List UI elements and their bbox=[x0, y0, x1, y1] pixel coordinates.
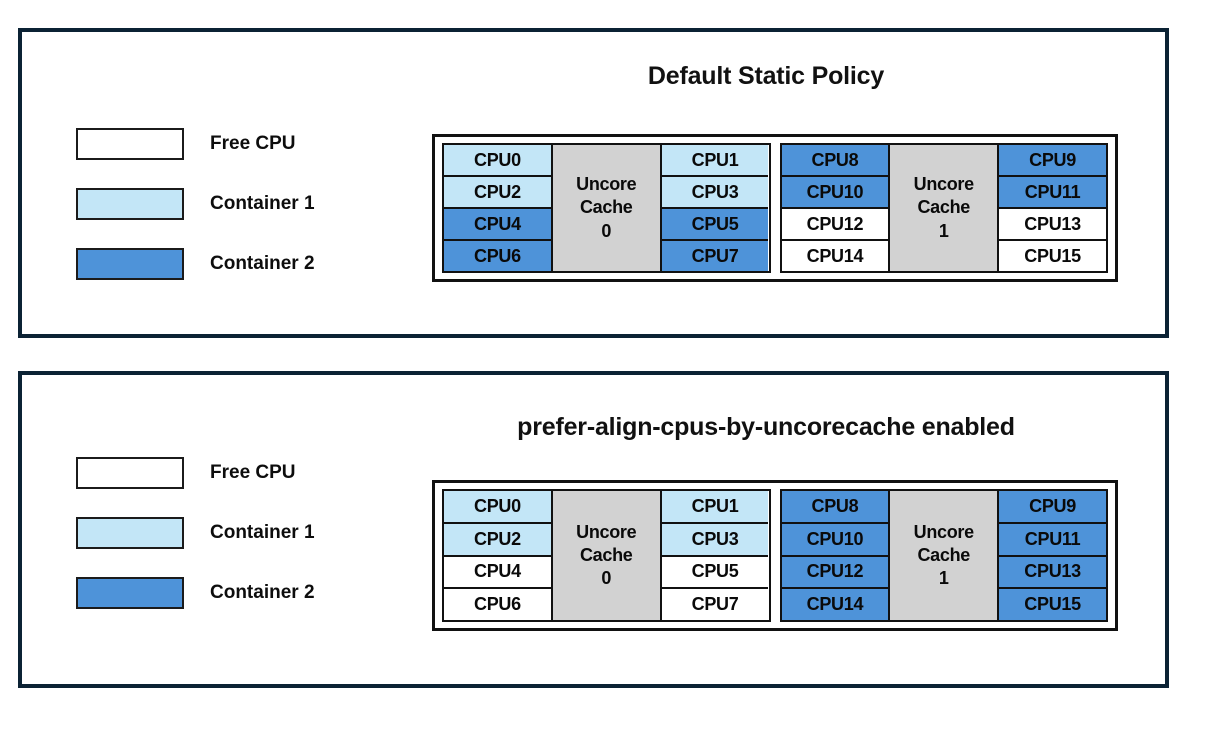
cpu-cell: CPU1 bbox=[661, 145, 769, 177]
cpu-cell: CPU6 bbox=[444, 589, 551, 620]
cpu-cell: CPU10 bbox=[781, 177, 889, 209]
cpu-cell: CPU6 bbox=[444, 241, 551, 271]
cpu-cell: CPU2 bbox=[444, 523, 551, 557]
uncore-cache-index: 1 bbox=[938, 220, 949, 241]
legend-top: Free CPU Container 1 Container 2 bbox=[76, 127, 315, 281]
cpu-cell: CPU3 bbox=[661, 523, 769, 557]
cpu-cell: CPU10 bbox=[781, 523, 889, 557]
uncore-cache-box-1: Uncore Cache 1 bbox=[888, 145, 1000, 271]
uncore-cache-index: 0 bbox=[601, 220, 612, 241]
cpu-cell: CPU9 bbox=[999, 145, 1106, 177]
cpu-cell: CPU8 bbox=[781, 145, 889, 177]
legend-label-container-1: Container 1 bbox=[210, 193, 315, 214]
cpu-cell: CPU11 bbox=[999, 177, 1106, 209]
cpu-cell: CPU7 bbox=[661, 589, 769, 620]
cpu-column-left: CPU8 CPU10 CPU12 CPU14 bbox=[781, 491, 889, 620]
legend-swatch-free-cpu bbox=[76, 128, 184, 160]
legend-label-container-2: Container 2 bbox=[210, 253, 315, 274]
uncore-cache-box-1: Uncore Cache 1 bbox=[888, 491, 1000, 620]
cpu-cell: CPU15 bbox=[999, 589, 1106, 620]
uncore-cache-box-0: Uncore Cache 0 bbox=[550, 491, 662, 620]
legend-label-free-cpu: Free CPU bbox=[210, 133, 296, 154]
uncore-cache-label-line2: Cache bbox=[579, 197, 633, 218]
cpu-topology-diagram-bottom: CPU0 CPU2 CPU4 CPU6 Uncore Cache 0 CPU1 … bbox=[432, 480, 1118, 631]
legend-swatch-container-1 bbox=[76, 517, 184, 549]
cpu-cell: CPU13 bbox=[999, 209, 1106, 241]
legend-item-container-2: Container 2 bbox=[76, 247, 315, 281]
cpu-column-left: CPU8 CPU10 CPU12 CPU14 bbox=[781, 145, 889, 271]
cache-group-0: CPU0 CPU2 CPU4 CPU6 Uncore Cache 0 CPU1 … bbox=[442, 143, 771, 273]
cpu-cell: CPU5 bbox=[661, 209, 769, 241]
uncore-cache-label-line2: Cache bbox=[917, 197, 970, 218]
cpu-cell: CPU7 bbox=[661, 241, 769, 271]
cpu-cell: CPU5 bbox=[661, 556, 769, 590]
legend-label-free-cpu: Free CPU bbox=[210, 462, 296, 483]
legend-item-container-1: Container 1 bbox=[76, 187, 315, 221]
legend-swatch-container-2 bbox=[76, 577, 184, 609]
cpu-cell: CPU14 bbox=[781, 241, 889, 271]
legend-swatch-free-cpu bbox=[76, 457, 184, 489]
uncore-cache-label-line1: Uncore bbox=[913, 521, 975, 542]
cache-group-1: CPU8 CPU10 CPU12 CPU14 Uncore Cache 1 CP… bbox=[779, 143, 1108, 273]
cpu-column-left: CPU0 CPU2 CPU4 CPU6 bbox=[444, 145, 551, 271]
cache-group-0: CPU0 CPU2 CPU4 CPU6 Uncore Cache 0 CPU1 … bbox=[442, 489, 771, 622]
panel-default-static-policy: Default Static Policy Free CPU Container… bbox=[18, 28, 1169, 338]
cpu-cell: CPU4 bbox=[444, 556, 551, 590]
legend-swatch-container-1 bbox=[76, 188, 184, 220]
cpu-cell: CPU0 bbox=[444, 145, 551, 177]
uncore-cache-label-line1: Uncore bbox=[576, 174, 637, 195]
cpu-cell: CPU9 bbox=[999, 491, 1106, 524]
legend-item-free-cpu: Free CPU bbox=[76, 127, 315, 161]
cpu-topology-diagram-top: CPU0 CPU2 CPU4 CPU6 Uncore Cache 0 CPU1 … bbox=[432, 134, 1118, 282]
legend-swatch-container-2 bbox=[76, 248, 184, 280]
cpu-cell: CPU2 bbox=[444, 177, 551, 209]
cpu-column-right: CPU1 CPU3 CPU5 CPU7 bbox=[661, 491, 769, 620]
legend-label-container-1: Container 1 bbox=[210, 522, 315, 543]
cpu-cell: CPU8 bbox=[781, 491, 889, 524]
legend-item-container-2: Container 2 bbox=[76, 576, 315, 610]
cpu-column-right: CPU9 CPU11 CPU13 CPU15 bbox=[999, 491, 1106, 620]
cpu-cell: CPU0 bbox=[444, 491, 551, 524]
cpu-cell: CPU4 bbox=[444, 209, 551, 241]
cpu-column-left: CPU0 CPU2 CPU4 CPU6 bbox=[444, 491, 551, 620]
cpu-cell: CPU14 bbox=[781, 589, 889, 620]
page-title-top: Default Static Policy bbox=[647, 62, 885, 90]
uncore-cache-index: 1 bbox=[938, 568, 949, 589]
uncore-cache-label-line1: Uncore bbox=[913, 174, 975, 195]
uncore-cache-index: 0 bbox=[601, 568, 612, 589]
cpu-column-right: CPU9 CPU11 CPU13 CPU15 bbox=[999, 145, 1106, 271]
legend-label-container-2: Container 2 bbox=[210, 582, 315, 603]
legend-item-free-cpu: Free CPU bbox=[76, 456, 315, 490]
uncore-cache-label-line2: Cache bbox=[917, 544, 970, 565]
cache-group-1: CPU8 CPU10 CPU12 CPU14 Uncore Cache 1 CP… bbox=[779, 489, 1108, 622]
uncore-cache-label-line2: Cache bbox=[579, 544, 633, 565]
page-title-bottom: prefer-align-cpus-by-uncorecache enabled bbox=[517, 413, 1015, 441]
cpu-cell: CPU13 bbox=[999, 556, 1106, 590]
cpu-cell: CPU15 bbox=[999, 241, 1106, 271]
cpu-cell: CPU11 bbox=[999, 523, 1106, 557]
cpu-cell: CPU12 bbox=[781, 556, 889, 590]
legend-item-container-1: Container 1 bbox=[76, 516, 315, 550]
cpu-column-right: CPU1 CPU3 CPU5 CPU7 bbox=[661, 145, 769, 271]
cpu-cell: CPU1 bbox=[661, 491, 769, 524]
uncore-cache-label-line1: Uncore bbox=[576, 521, 637, 542]
cpu-cell: CPU12 bbox=[781, 209, 889, 241]
panel-prefer-align-cpus-by-uncorecache: prefer-align-cpus-by-uncorecache enabled… bbox=[18, 371, 1169, 688]
legend-bottom: Free CPU Container 1 Container 2 bbox=[76, 456, 315, 610]
cpu-cell: CPU3 bbox=[661, 177, 769, 209]
uncore-cache-box-0: Uncore Cache 0 bbox=[550, 145, 662, 271]
